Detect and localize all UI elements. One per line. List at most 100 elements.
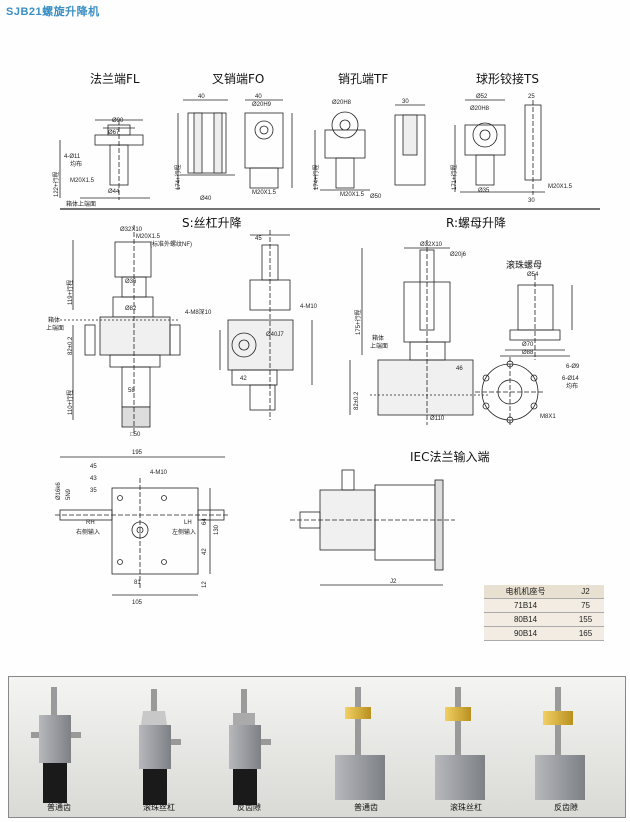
motor-table: 电机机座号 J2 71B14 75 80B14 155 90B14 165 <box>484 585 604 641</box>
svg-text:4-Ø11: 4-Ø11 <box>64 154 81 160</box>
fl-drawing <box>59 119 150 200</box>
svg-text:箱体上端面: 箱体上端面 <box>66 200 96 208</box>
svg-text:82±0.2: 82±0.2 <box>354 391 360 410</box>
svg-text:Ø90: Ø90 <box>112 118 124 124</box>
svg-text:119+行程: 119+行程 <box>66 280 74 305</box>
svg-text:42: 42 <box>202 548 208 555</box>
jack-photo-6 <box>535 687 585 800</box>
svg-text:42: 42 <box>240 376 247 382</box>
r-drawing <box>349 240 490 425</box>
jack-photo-1 <box>31 687 81 803</box>
svg-text:40: 40 <box>198 94 205 100</box>
svg-text:4-M10: 4-M10 <box>150 470 168 476</box>
svg-text:25: 25 <box>528 94 535 100</box>
svg-text:□50: □50 <box>130 432 141 438</box>
photo-caption: 普通齿 <box>47 803 71 812</box>
svg-text:Ø32X10: Ø32X10 <box>120 227 143 233</box>
product-photo-panel: 普通齿 滚珠丝杠 反齿隙 普通齿 滚珠丝杠 反齿隙 <box>8 676 626 818</box>
svg-text:195: 195 <box>132 450 143 456</box>
svg-text:M20X1.5: M20X1.5 <box>548 184 573 190</box>
motor-frame-cell: 90B14 <box>484 626 568 641</box>
svg-text:Ø20j6: Ø20j6 <box>450 252 467 258</box>
svg-text:12: 12 <box>202 581 208 588</box>
photo-caption: 滚珠丝杠 <box>450 803 482 812</box>
svg-text:171+行程: 171+行程 <box>450 164 458 190</box>
svg-text:Ø16k6: Ø16k6 <box>56 482 62 500</box>
svg-text:Ø44: Ø44 <box>108 189 120 195</box>
section-label-s: S:丝杠升降 <box>182 216 242 230</box>
svg-text:130: 130 <box>214 524 220 535</box>
svg-text:58: 58 <box>128 388 135 394</box>
svg-text:M20X1.5: M20X1.5 <box>252 190 277 196</box>
photo-caption: 反齿隙 <box>237 803 261 812</box>
svg-text:箱体: 箱体 <box>372 334 384 342</box>
svg-text:M20X1.5: M20X1.5 <box>340 192 365 198</box>
iec-drawing <box>290 469 455 586</box>
fo-drawing <box>177 99 293 190</box>
jack-photo-5 <box>435 687 485 800</box>
svg-text:Ø110: Ø110 <box>430 416 445 422</box>
svg-text:左侧输入: 左侧输入 <box>172 528 196 536</box>
svg-text:箱体: 箱体 <box>48 316 60 324</box>
section-label-r: R:螺母升降 <box>446 216 507 230</box>
svg-text:110+行程: 110+行程 <box>66 390 74 415</box>
svg-text:均布: 均布 <box>566 382 578 390</box>
svg-text:Ø40: Ø40 <box>200 196 212 202</box>
section-label-fl: 法兰端FL <box>90 72 140 86</box>
svg-text:Ø54: Ø54 <box>527 272 539 278</box>
svg-text:Ø36: Ø36 <box>125 279 137 285</box>
table-row: 90B14 165 <box>484 626 604 641</box>
svg-text:M20X1.5: M20X1.5 <box>136 234 161 240</box>
ball-nut-drawing <box>475 275 573 427</box>
svg-text:Ø35: Ø35 <box>478 188 490 194</box>
svg-text:Ø52: Ø52 <box>476 94 488 100</box>
top-view-drawing <box>55 456 230 596</box>
motor-frame-cell: 80B14 <box>484 612 568 627</box>
page-title: SJB21螺旋升降机 <box>6 6 100 18</box>
svg-text:40: 40 <box>255 94 262 100</box>
product-photos <box>31 687 585 805</box>
svg-text:Ø88: Ø88 <box>522 350 534 356</box>
svg-text:J2: J2 <box>390 579 397 585</box>
svg-text:LH: LH <box>184 520 192 526</box>
svg-text:43: 43 <box>90 476 97 482</box>
svg-text:(标准外螺纹NF): (标准外螺纹NF) <box>150 240 192 248</box>
jack-photo-2 <box>139 689 181 805</box>
section-label-ts: 球形铰接TS <box>476 72 539 86</box>
svg-text:Ø20H8: Ø20H8 <box>470 106 490 112</box>
svg-text:均布: 均布 <box>70 160 82 168</box>
svg-text:174+行程: 174+行程 <box>312 164 320 190</box>
svg-text:45: 45 <box>90 464 97 470</box>
svg-text:Ø20H8: Ø20H8 <box>332 100 352 106</box>
table-row: 71B14 75 <box>484 598 604 613</box>
svg-text:30: 30 <box>402 99 409 105</box>
s-front-drawing <box>60 225 181 435</box>
photo-caption: 滚珠丝杠 <box>143 803 175 812</box>
svg-text:Ø40J7: Ø40J7 <box>266 332 284 338</box>
svg-text:Ø20H9: Ø20H9 <box>252 102 272 108</box>
section-label-tf: 销孔端TF <box>338 72 389 86</box>
svg-text:30: 30 <box>528 198 535 204</box>
table-row: 80B14 155 <box>484 612 604 627</box>
motor-table-header: 电机机座号 <box>484 585 568 599</box>
j2-cell: 155 <box>567 612 604 627</box>
svg-text:5N9: 5N9 <box>66 488 72 500</box>
svg-text:M20X1.5: M20X1.5 <box>70 178 95 184</box>
svg-text:35: 35 <box>90 488 97 494</box>
svg-text:6-Ø9: 6-Ø9 <box>566 364 580 370</box>
svg-text:Ø50: Ø50 <box>370 194 382 200</box>
section-label-iec: IEC法兰输入端 <box>410 450 490 464</box>
svg-text:6-Ø14: 6-Ø14 <box>562 376 579 382</box>
svg-text:81: 81 <box>134 580 141 586</box>
svg-text:45: 45 <box>255 236 262 242</box>
svg-text:174+行程: 174+行程 <box>174 164 182 190</box>
j2-cell: 75 <box>567 598 604 613</box>
photo-caption: 反齿隙 <box>554 803 578 812</box>
svg-text:4-M8深10: 4-M8深10 <box>185 308 212 316</box>
tf-drawing <box>314 104 426 191</box>
svg-text:64: 64 <box>202 518 208 525</box>
svg-text:46: 46 <box>456 366 463 372</box>
svg-text:175+行程: 175+行程 <box>354 309 362 335</box>
jack-photo-3 <box>229 689 271 805</box>
svg-text:上端面: 上端面 <box>370 342 388 350</box>
